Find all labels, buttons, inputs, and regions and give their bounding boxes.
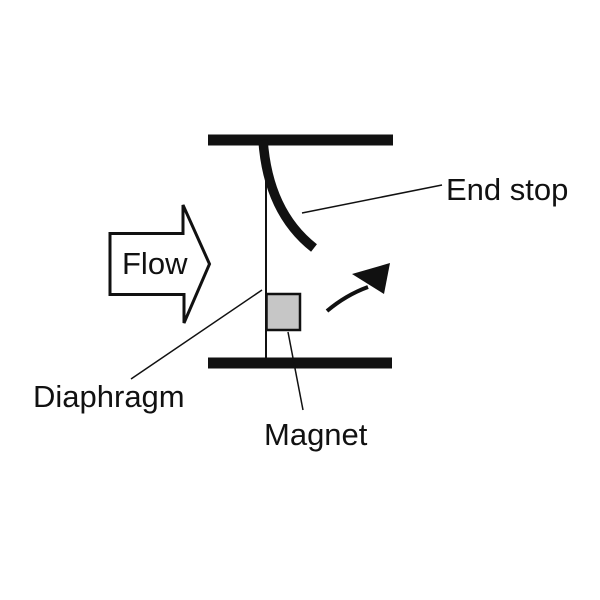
end-stop-curve [258, 139, 317, 252]
flow-arrow-shape [108, 204, 212, 324]
motion-arrow-head-icon [352, 263, 390, 294]
end-stop-label: End stop [446, 172, 569, 207]
magnet-label: Magnet [264, 417, 368, 452]
flow-label: Flow [122, 246, 188, 281]
diaphragm-leader-line [130, 289, 263, 380]
motion-arrow-curve [325, 285, 369, 313]
magnet-leader-line [287, 331, 304, 411]
motion-arrow [325, 263, 390, 313]
diaphragm-label: Diaphragm [33, 379, 185, 414]
magnet-rect [265, 292, 302, 332]
end-stop-leader-line [301, 184, 443, 214]
